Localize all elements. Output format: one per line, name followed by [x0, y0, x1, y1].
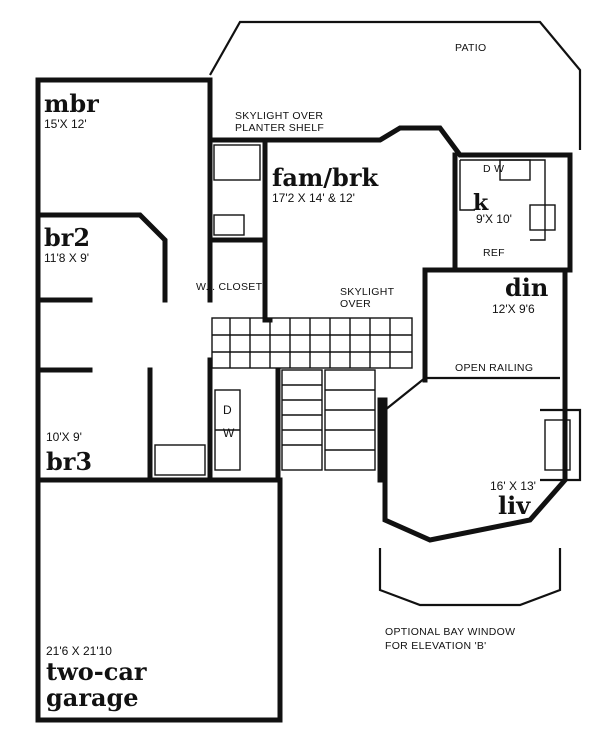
- master-bath-fixtures: [213, 144, 261, 236]
- garage-label-2: garage: [46, 683, 139, 712]
- skylight-planter-label-1: SKYLIGHT OVER: [235, 110, 323, 122]
- dining-dimensions: 12'X 9'6: [492, 302, 535, 316]
- dining-label: din: [505, 273, 548, 302]
- kitchen-dimensions: 9'X 10': [476, 212, 512, 226]
- br3-label: br3: [46, 447, 92, 476]
- optional-bay-window: [378, 548, 562, 607]
- optional-bay-label-2: FOR ELEVATION 'B': [385, 640, 487, 652]
- open-railing-label: OPEN RAILING: [455, 362, 533, 374]
- optional-bay-label-1: OPTIONAL BAY WINDOW: [385, 626, 515, 638]
- fam-brk-dimensions: 17'2 X 14' & 12': [272, 191, 355, 205]
- mbr-dimensions: 15'X 12': [44, 117, 87, 131]
- living-label: liv: [498, 491, 531, 520]
- br2-label: br2: [44, 223, 90, 252]
- dryer-label: D: [223, 403, 232, 417]
- open-railing: [384, 376, 560, 411]
- br2-dimensions: 11'8 X 9': [44, 251, 89, 265]
- patio-outline: [209, 20, 582, 150]
- skylight-label-1: SKYLIGHT: [340, 286, 395, 298]
- walk-in-closet-label: W.I. CLOSET: [196, 281, 263, 293]
- refrigerator-label: REF: [483, 247, 505, 259]
- interior-walls: [35, 137, 568, 483]
- washer-label: W: [223, 426, 235, 440]
- skylight-label-2: OVER: [340, 298, 371, 310]
- garage-dimensions: 21'6 X 21'10: [46, 644, 112, 658]
- living-dimensions: 16' X 13': [490, 479, 536, 493]
- fam-brk-label: fam/brk: [272, 163, 379, 192]
- kitchen-label: k: [473, 190, 489, 216]
- dishwasher-label: D W: [483, 163, 504, 175]
- hall-bath-fixtures: [154, 389, 241, 476]
- fireplace: [540, 408, 582, 482]
- skylight-planter-label-2: PLANTER SHELF: [235, 122, 324, 134]
- stairs: [211, 317, 413, 471]
- patio-label: PATIO: [455, 42, 486, 54]
- kitchen-counters: [459, 159, 556, 241]
- mbr-label: mbr: [44, 89, 99, 118]
- exterior-walls: [35, 77, 573, 723]
- br3-dimensions: 10'X 9': [46, 430, 82, 444]
- garage-label-1: two-car: [46, 657, 147, 686]
